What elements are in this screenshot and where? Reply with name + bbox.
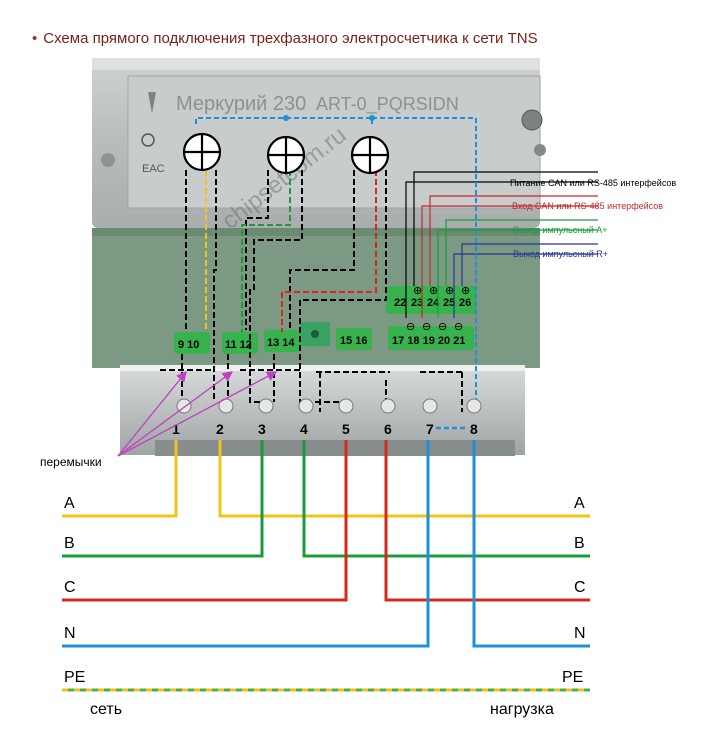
- label-right-pe: PE: [562, 669, 583, 686]
- jumpers-label: перемычки: [40, 455, 102, 469]
- label-left-n: N: [64, 625, 76, 642]
- plus-icon: ⊕: [429, 285, 438, 297]
- minus-icon: ⊖: [438, 321, 447, 333]
- coil-phase-c: [350, 135, 390, 175]
- label-left-c: C: [64, 579, 76, 596]
- main-terminal-screws: [176, 398, 482, 414]
- bullet-icon: •: [32, 30, 38, 47]
- load-label: нагрузка: [490, 701, 554, 718]
- terminal-23: 23: [411, 297, 423, 309]
- terminal-2: 2: [216, 421, 224, 437]
- terminal-4: 4: [300, 421, 308, 437]
- terminal-1: 1: [172, 421, 180, 437]
- meter-model: ART-0_PQRSIDN: [316, 94, 459, 115]
- junction-dot: [283, 115, 289, 121]
- page-title-text: Схема прямого подключения трехфазного эл…: [43, 30, 538, 47]
- external-wires: [62, 440, 590, 648]
- terminal-26: 26: [459, 297, 471, 309]
- plus-icon: ⊕: [413, 285, 422, 297]
- eac-mark-icon: EAC: [142, 163, 165, 175]
- minus-icon: ⊖: [422, 321, 431, 333]
- minus-icon: ⊖: [454, 321, 463, 333]
- interface-label-input: Вход CAN или RS-485 интерфейсов: [512, 201, 663, 211]
- terminal-6: 6: [384, 421, 392, 437]
- label-left-pe: PE: [64, 669, 85, 686]
- terminal-25: 25: [443, 297, 455, 309]
- minus-icon: ⊖: [406, 321, 415, 333]
- label-right-c: C: [574, 579, 586, 596]
- terminal-24: 24: [427, 297, 440, 309]
- coil-phase-b: [266, 135, 306, 175]
- terminal-3: 3: [258, 421, 266, 437]
- interface-label-pulse-a: Выход импульсный А+: [513, 225, 608, 235]
- label-left-b: B: [64, 535, 75, 552]
- source-label: сеть: [90, 701, 122, 718]
- interface-label-power: Питание CAN или RS-485 интерфейсов: [510, 178, 676, 188]
- interface-wires: [405, 171, 598, 318]
- current-coils: [182, 132, 390, 175]
- terminal-15-16: 15 16: [340, 335, 368, 347]
- meter-brand: Меркурий 230: [176, 93, 306, 115]
- terminal-5: 5: [342, 421, 350, 437]
- plus-icon: ⊕: [461, 285, 470, 297]
- terminal-17-21: 17 18 19 20 21: [392, 335, 465, 347]
- terminal-11-12: 11 12: [225, 339, 252, 351]
- coil-phase-a: [182, 132, 222, 172]
- meter-logo-icon: [148, 92, 156, 114]
- terminal-22: 22: [394, 297, 406, 309]
- label-right-a: A: [574, 495, 585, 512]
- label-right-b: B: [574, 535, 585, 552]
- label-right-n: N: [574, 625, 586, 642]
- terminal-9-10: 9 10: [178, 339, 199, 351]
- interface-label-pulse-r: Выход импульсный R+: [513, 249, 608, 259]
- label-left-a: A: [64, 495, 75, 512]
- terminal-8: 8: [470, 421, 478, 437]
- jumper-arrows: [117, 370, 278, 457]
- terminal-7: 7: [426, 421, 434, 437]
- plus-icon: ⊕: [445, 285, 454, 297]
- mark-icon: [141, 133, 155, 147]
- terminal-13-14: 13 14: [267, 337, 295, 349]
- page-title: • Схема прямого подключения трехфазного …: [32, 30, 538, 47]
